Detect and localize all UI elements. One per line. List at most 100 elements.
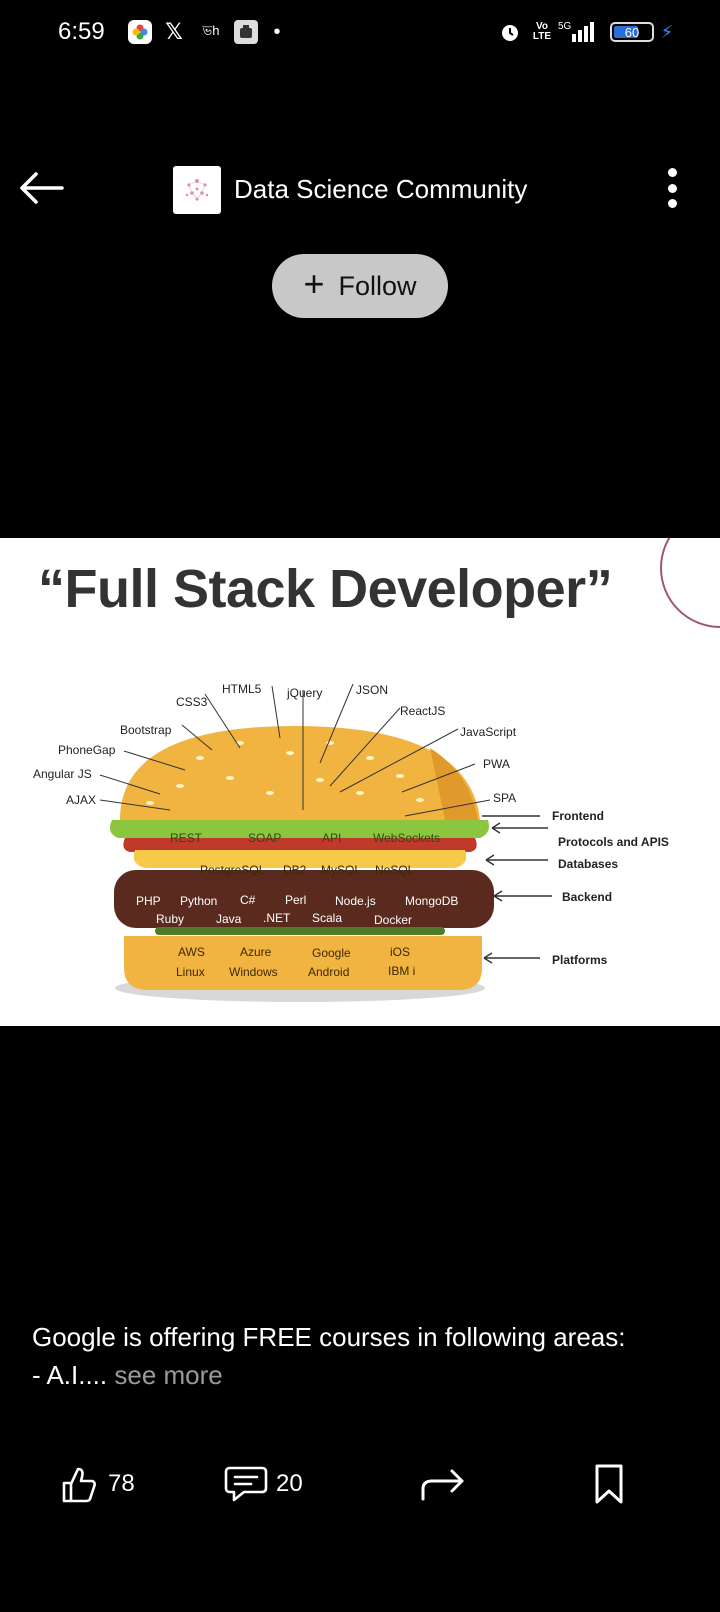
label-ios: iOS [390,945,410,959]
bun-shade [430,748,478,820]
follow-label: Follow [338,270,417,301]
photos-app-icon [128,20,152,44]
tomato-layer [123,838,477,852]
volte-icon: Vo LTE [532,21,552,42]
label-php: PHP [136,894,161,908]
more-dot [667,168,677,177]
label-pwa: PWA [483,757,510,771]
like-count: 78 [108,1470,135,1497]
label-dotnet: .NET [263,911,291,925]
caption-line-1: Google is offering FREE courses in follo… [32,1322,626,1352]
label-postgresql: PostgreSQL [200,863,266,877]
follow-button[interactable]: + Follow [272,254,448,318]
layer-platforms: Platforms [552,953,608,967]
cheese-layer [133,850,467,868]
label-aws: AWS [178,945,205,959]
label-ajax: AJAX [66,793,96,807]
caption-line-2: - A.I.... see more [32,1356,692,1394]
more-notifications-dot: • [273,20,281,43]
burger-diagram: HTML5 CSS3 jQuery JSON ReactJS Bootstrap… [33,682,669,1002]
infographic-title: “Full Stack Developer” [38,559,613,619]
label-reactjs: ReactJS [400,704,445,718]
network-type: 5G [558,21,572,32]
battery-level: 60 [624,24,640,40]
label-json: JSON [356,683,388,697]
keyboard-icon: ভh [202,22,220,38]
label-ruby: Ruby [156,912,184,926]
label-bootstrap: Bootstrap [120,723,172,737]
post-caption[interactable]: Google is offering FREE courses in follo… [32,1318,692,1394]
label-javascript: JavaScript [460,725,517,739]
label-db2: DB2 [283,863,307,877]
bottom-bun [124,936,482,990]
see-more-link[interactable]: see more [107,1360,223,1390]
label-scala: Scala [312,911,342,925]
label-azure: Azure [240,945,272,959]
post-image[interactable]: “Full Stack Developer” HTML5 [0,538,720,1026]
label-windows: Windows [229,965,278,979]
label-java: Java [216,912,242,926]
status-time: 6:59 [58,18,105,45]
back-button[interactable] [20,166,72,210]
layer-frontend: Frontend [552,809,604,823]
more-dot [667,199,677,208]
signal-icon: 5G [558,20,594,44]
pointer-lines [99,683,491,817]
label-perl: Perl [285,893,306,907]
label-python: Python [180,894,217,908]
label-rest: REST [170,831,203,845]
label-phonegap: PhoneGap [58,743,116,757]
label-soap: SOAP [248,831,281,845]
app-notification-icon [234,20,258,44]
label-api: API [322,831,341,845]
caption-line-2-text: - A.I.... [32,1360,108,1390]
thumbs-up-icon [62,1467,96,1503]
share-button[interactable] [420,1460,466,1508]
comment-count: 20 [276,1470,303,1497]
comment-button[interactable]: 20 [224,1460,303,1508]
layer-arrows [482,815,552,964]
layer-protocols: Protocols and APIS [558,835,669,849]
label-nodejs: Node.js [335,894,376,908]
status-bar: 6:59 𝕏 ভh • Vo LTE 5G 60 ⚡ [0,0,720,64]
label-html5: HTML5 [222,682,262,696]
plus-icon: + [303,263,325,304]
bottom-greens [155,927,445,935]
label-angularjs: Angular JS [33,767,92,781]
x-app-icon: 𝕏 [165,19,183,44]
charging-icon: ⚡ [660,21,674,42]
share-arrow-icon [421,1469,464,1501]
bookmark-icon [595,1464,623,1504]
label-docker: Docker [374,913,412,927]
comment-icon [224,1466,268,1502]
label-android: Android [308,965,349,979]
lettuce-layer [110,820,489,838]
battery-icon: 60 [610,22,654,42]
label-google: Google [312,946,351,960]
label-csharp: C# [240,893,256,907]
label-mongodb: MongoDB [405,894,458,908]
label-linux: Linux [176,965,205,979]
label-nosql: NoSQL [375,863,415,877]
top-bun [120,726,480,820]
patty-layer [114,870,494,928]
post-header: Data Science Community [0,150,720,230]
label-ibmi: IBM i [388,964,415,978]
back-arrow-icon [20,172,64,204]
label-css3: CSS3 [176,695,208,709]
label-spa: SPA [493,791,516,805]
label-mysql: MySQL [321,863,361,877]
more-dot [667,183,677,193]
network-logo-icon [185,179,209,201]
label-jquery: jQuery [286,686,322,700]
layer-backend: Backend [562,890,612,904]
community-name[interactable]: Data Science Community [234,174,528,204]
label-websockets: WebSockets [373,831,440,845]
alarm-icon [498,20,522,44]
save-button[interactable] [594,1460,624,1508]
community-avatar[interactable] [173,166,221,214]
like-button[interactable]: 78 [58,1460,135,1508]
action-bar: 78 20 [0,1452,720,1516]
more-options-button[interactable] [656,164,688,212]
layer-databases: Databases [558,857,618,871]
